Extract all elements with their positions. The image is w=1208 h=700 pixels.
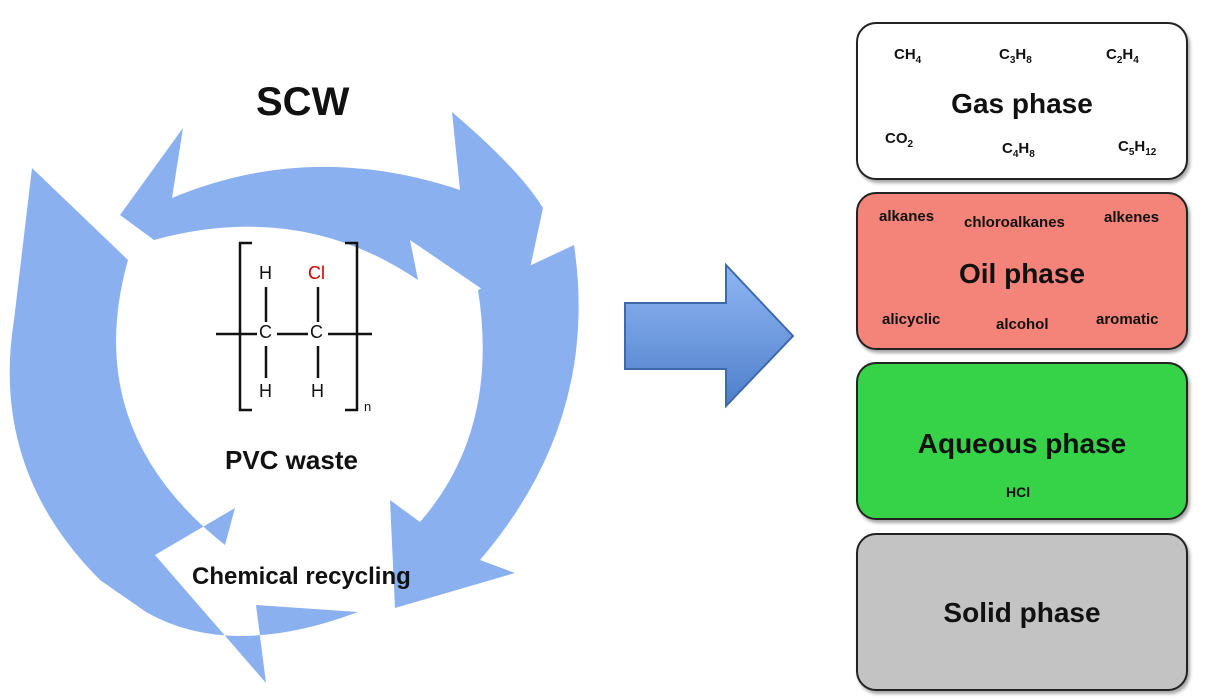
oil-item-alcohol: alcohol [996,316,1049,333]
atom-h-bottom-left: H [259,381,272,401]
gas-item-c2h4: C2H4 [1106,46,1139,66]
oil-item-alkenes: alkenes [1104,209,1160,226]
atom-c-left: C [259,322,272,342]
solid-phase-box: Solid phase [856,533,1188,691]
left-bracket [238,241,252,412]
cycle-arrow-left [9,168,359,683]
atom-h-bottom-right: H [311,381,324,401]
oil-phase-box: Oil phase alkanes chloroalkanes alkenes … [856,192,1188,350]
pvc-structure [216,241,372,412]
gas-item-c5h12: C5H12 [1118,138,1157,158]
atom-c-right: C [310,322,323,342]
oil-item-aromatic: aromatic [1096,311,1159,328]
gas-item-c3h8: C3H8 [999,46,1032,66]
atom-h-top-left: H [259,263,272,283]
aqueous-phase-box: Aqueous phase HCl [856,362,1188,520]
atom-cl: Cl [308,263,325,283]
gas-item-ch4: CH4 [894,46,922,66]
right-bracket [345,241,359,412]
gas-item-co2: CO2 [885,130,914,150]
gas-phase-box: Gas phase CH4 C3H8 C2H4 CO2 C4H8 C5H12 [856,22,1188,180]
process-arrow [624,262,795,409]
subscript-n: n [364,399,372,414]
gas-phase-title: Gas phase [951,88,1093,119]
oil-item-alicyclic: alicyclic [882,311,941,328]
oil-item-chloroalkanes: chloroalkanes [964,214,1065,231]
cycle-arrow-right [390,245,579,608]
oil-item-alkanes: alkanes [879,208,935,225]
solid-phase-title: Solid phase [943,597,1101,628]
cycle-arrow-top [120,112,543,315]
aqueous-phase-title: Aqueous phase [917,428,1127,459]
aqueous-item-hcl: HCl [1006,484,1031,500]
scw-label: SCW [256,80,350,124]
gas-item-c4h8: C4H8 [1002,140,1035,160]
oil-phase-title: Oil phase [958,258,1086,289]
chemical-recycling-label: Chemical recycling [192,563,411,590]
pvc-waste-label: PVC waste [225,445,358,475]
